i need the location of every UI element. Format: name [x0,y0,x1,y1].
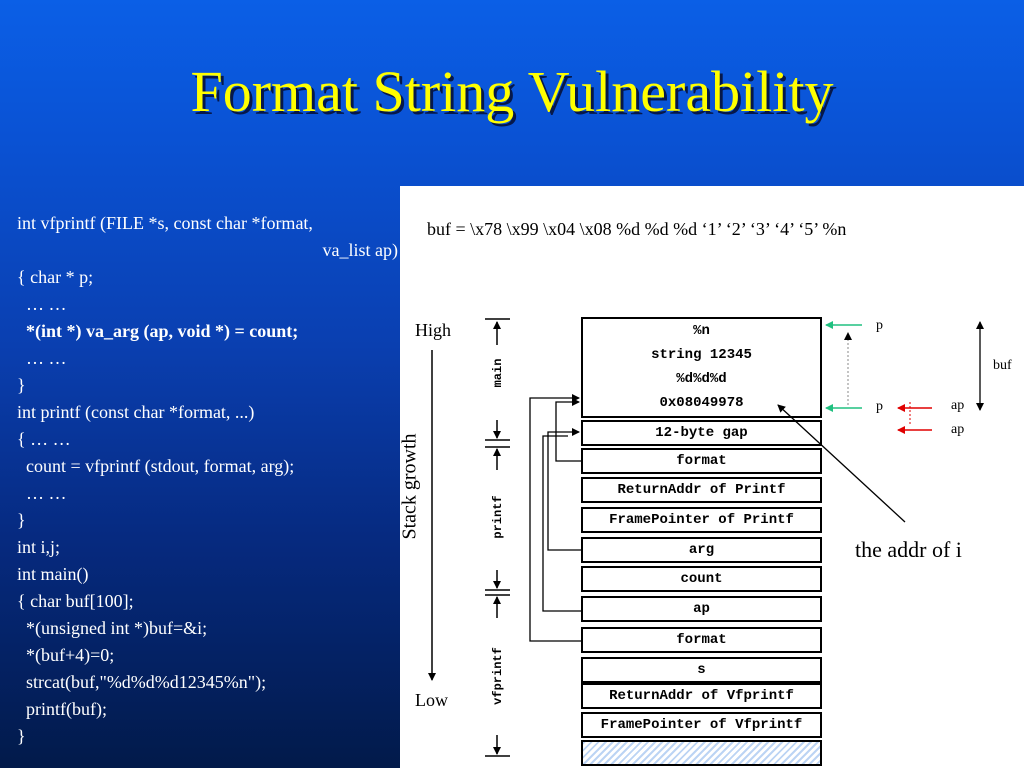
p-label-mid: p [876,399,883,414]
code-listing: int vfprintf (FILE *s, const char *forma… [17,210,402,750]
s-cell: s [581,657,822,683]
code-line: { … … [17,429,71,449]
low-label: Low [415,690,448,710]
code-line: *(unsigned int *)buf=&i; [17,618,208,638]
frame-pointer-vfprintf-cell: FramePointer of Vfprintf [581,712,822,738]
high-label: High [415,320,451,340]
buf-row: %n [693,323,710,339]
code-line: } [17,375,26,395]
buffer-contents: buf = \x78 \x99 \x04 \x08 %d %d %d ‘1’ ‘… [427,219,847,239]
buf-row: 0x08049978 [659,395,744,411]
code-line: int vfprintf (FILE *s, const char *forma… [17,213,313,233]
buf-row: string 12345 [651,347,752,363]
slide-title: Format String Vulnerability [190,59,834,124]
frame-pointer-printf-cell: FramePointer of Printf [581,507,822,533]
code-line: } [17,510,26,530]
return-addr-vfprintf-cell: ReturnAddr of Vfprintf [581,683,822,709]
ap-cell: ap [581,596,822,622]
ap-label-1: ap [951,398,965,413]
code-line: int i,j; [17,537,61,557]
count-cell: count [581,566,822,592]
format-cell-printf: format [581,448,822,474]
p-label-top: p [876,318,883,333]
code-line: } [17,726,26,746]
ap-label-2: ap [951,422,965,437]
buf-label: buf [993,358,1012,373]
code-line: … … [17,294,67,314]
code-line-highlight: *(int *) va_arg (ap, void *) = count; [17,321,299,341]
format-cell-vfprintf: format [581,627,822,653]
frame-bracket-arrows [485,318,510,757]
green-p-arrows [825,321,862,412]
gap-cell: 12-byte gap [581,420,822,446]
code-line: *(buf+4)=0; [17,645,115,665]
buf-cell: %n string 12345 %d%d%d 0x08049978 [581,317,822,418]
addr-of-i-label: the addr of i [855,537,962,562]
code-line: … … [17,348,67,368]
code-line: { char * p; [17,267,94,287]
buf-row: %d%d%d [676,371,727,387]
return-addr-printf-cell: ReturnAddr of Printf [581,477,822,503]
addr-of-i-arrow [777,404,906,523]
code-line: int main() [17,564,89,584]
stack-continuation [581,740,822,766]
code-line: count = vfprintf (stdout, format, arg); [17,456,295,476]
arg-cell: arg [581,537,822,563]
code-line: printf(buf); [17,699,107,719]
code-line: … … [17,483,67,503]
code-line: strcat(buf,"%d%d%d12345%n"); [17,672,267,692]
code-line: va_list ap) [322,240,398,260]
code-line: int printf (const char *format, ...) [17,402,255,422]
pointer-connectors [529,394,581,642]
code-line: { char buf[100]; [17,591,134,611]
red-ap-arrows [897,404,932,434]
